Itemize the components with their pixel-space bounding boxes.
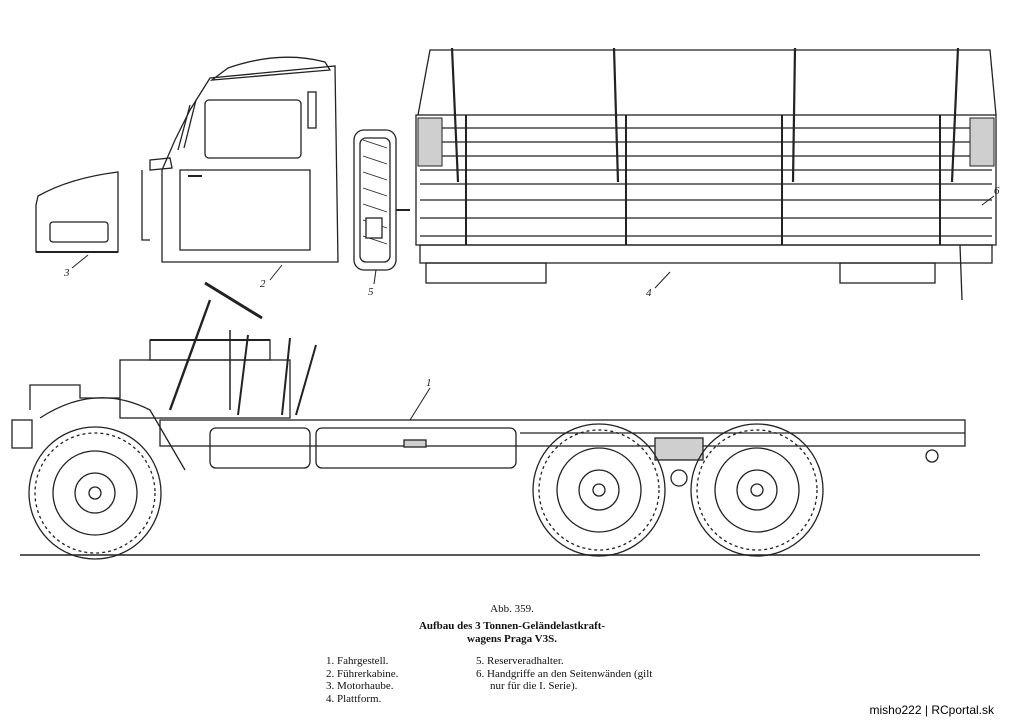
legend-item: 1. Fahrgestell. xyxy=(326,655,389,667)
legend-item: 4. Plattform. xyxy=(326,692,382,705)
figure-number: Abb. 359. xyxy=(490,603,534,615)
legend-item: 5. Reserveradhalter. xyxy=(476,655,564,667)
figure-title: Aufbau des 3 Tonnen-Geländelastkraft- wa… xyxy=(0,620,1024,646)
legend-item: nur für die I. Serie). xyxy=(490,680,578,692)
figure-title-line-1: Aufbau des 3 Tonnen-Geländelastkraft- xyxy=(418,620,606,632)
callout-5: 5 xyxy=(368,286,374,298)
credit-watermark: misho222 | RCportal.sk xyxy=(869,703,995,717)
callout-1: 1 xyxy=(426,377,432,389)
chassis-drawing xyxy=(11,281,980,556)
driver-cab-drawing xyxy=(141,56,339,263)
engine-hood-drawing xyxy=(35,171,119,253)
legend-right: 5. Reserveradhalter. 6. Handgriffe an de… xyxy=(476,655,652,693)
cargo-platform-drawing xyxy=(415,47,997,301)
callout-2: 2 xyxy=(260,278,266,290)
figure-title-line-2: wagens Praga V3S. xyxy=(467,633,557,645)
callout-4: 4 xyxy=(646,287,652,299)
front-wheel xyxy=(28,426,162,560)
legend-item: 3. Motorhaube. xyxy=(326,680,394,692)
legend-item: 2. Führerkabine. xyxy=(326,667,399,680)
rear-wheel-1 xyxy=(532,423,666,557)
callout-6: 6 xyxy=(994,185,1000,197)
legend-item: 6. Handgriffe an den Seitenwänden (gilt xyxy=(476,667,653,680)
spare-wheel-drawing xyxy=(353,129,410,271)
callout-3: 3 xyxy=(63,267,70,279)
legend-left: 1. Fahrgestell. 2. Führerkabine. 3. Moto… xyxy=(326,655,398,705)
technical-drawing: 3 2 5 4 1 6 xyxy=(11,47,1000,560)
rear-wheel-2 xyxy=(690,423,824,557)
